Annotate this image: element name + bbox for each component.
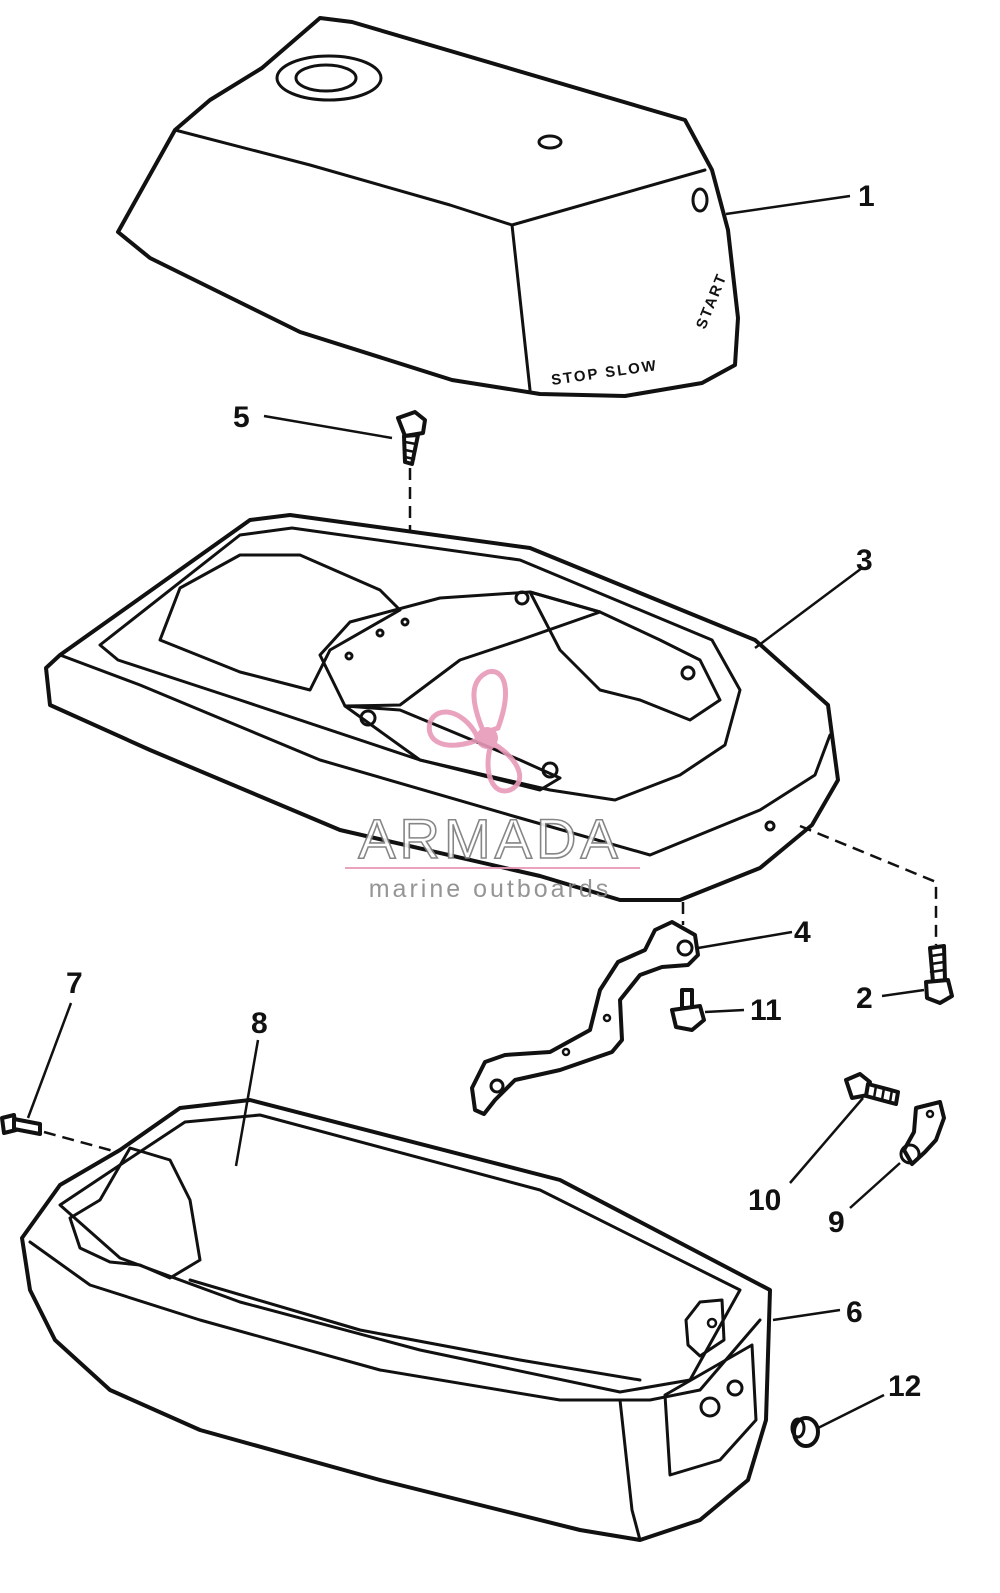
callout-12: 12 [888,1370,921,1403]
callout-2: 2 [856,982,873,1015]
leader-lines [26,194,925,1430]
callout-numbers: 1 2 3 4 5 6 7 8 9 10 11 12 [66,180,921,1403]
bracket-4 [470,920,700,1116]
watermark-tagline: marine outboards [369,875,612,903]
leader-5 [263,414,393,440]
leader-3 [754,566,863,650]
leader-9 [849,1162,901,1209]
screw-5 [396,410,427,466]
leader-8 [234,1039,260,1167]
screw-11 [670,988,706,1032]
bolt-10 [844,1072,900,1106]
callout-7: 7 [66,967,83,1000]
motor-cover-tray [44,513,840,902]
leader-4 [697,930,793,950]
callout-3: 3 [856,544,873,577]
clip-9 [899,1100,946,1166]
screw-2 [924,944,954,1005]
leader-1 [725,194,851,216]
callout-4: 4 [794,916,811,949]
top-cowling: STOP SLOW START [116,16,740,398]
callout-5: 5 [233,401,250,434]
callout-9: 9 [828,1206,845,1239]
callout-1: 1 [858,180,875,213]
pin-7 [0,1113,42,1136]
grommet-12 [790,1416,820,1448]
leader-6 [772,1308,841,1322]
callout-10: 10 [748,1184,781,1217]
armada-watermark: ARMADA marine outboards [345,669,640,903]
leader-2 [881,988,925,998]
callout-6: 6 [846,1296,863,1329]
propeller-logo-icon [426,669,523,794]
leader-11 [704,1008,745,1014]
leader-10 [789,1097,864,1184]
callout-8: 8 [251,1007,268,1040]
callout-11: 11 [750,994,782,1027]
lower-motor-cover [20,1098,772,1542]
dash-line-2 [799,824,938,945]
leader-12 [817,1393,885,1430]
leader-7 [26,1002,73,1119]
watermark-brand: ARMADA [358,807,622,870]
